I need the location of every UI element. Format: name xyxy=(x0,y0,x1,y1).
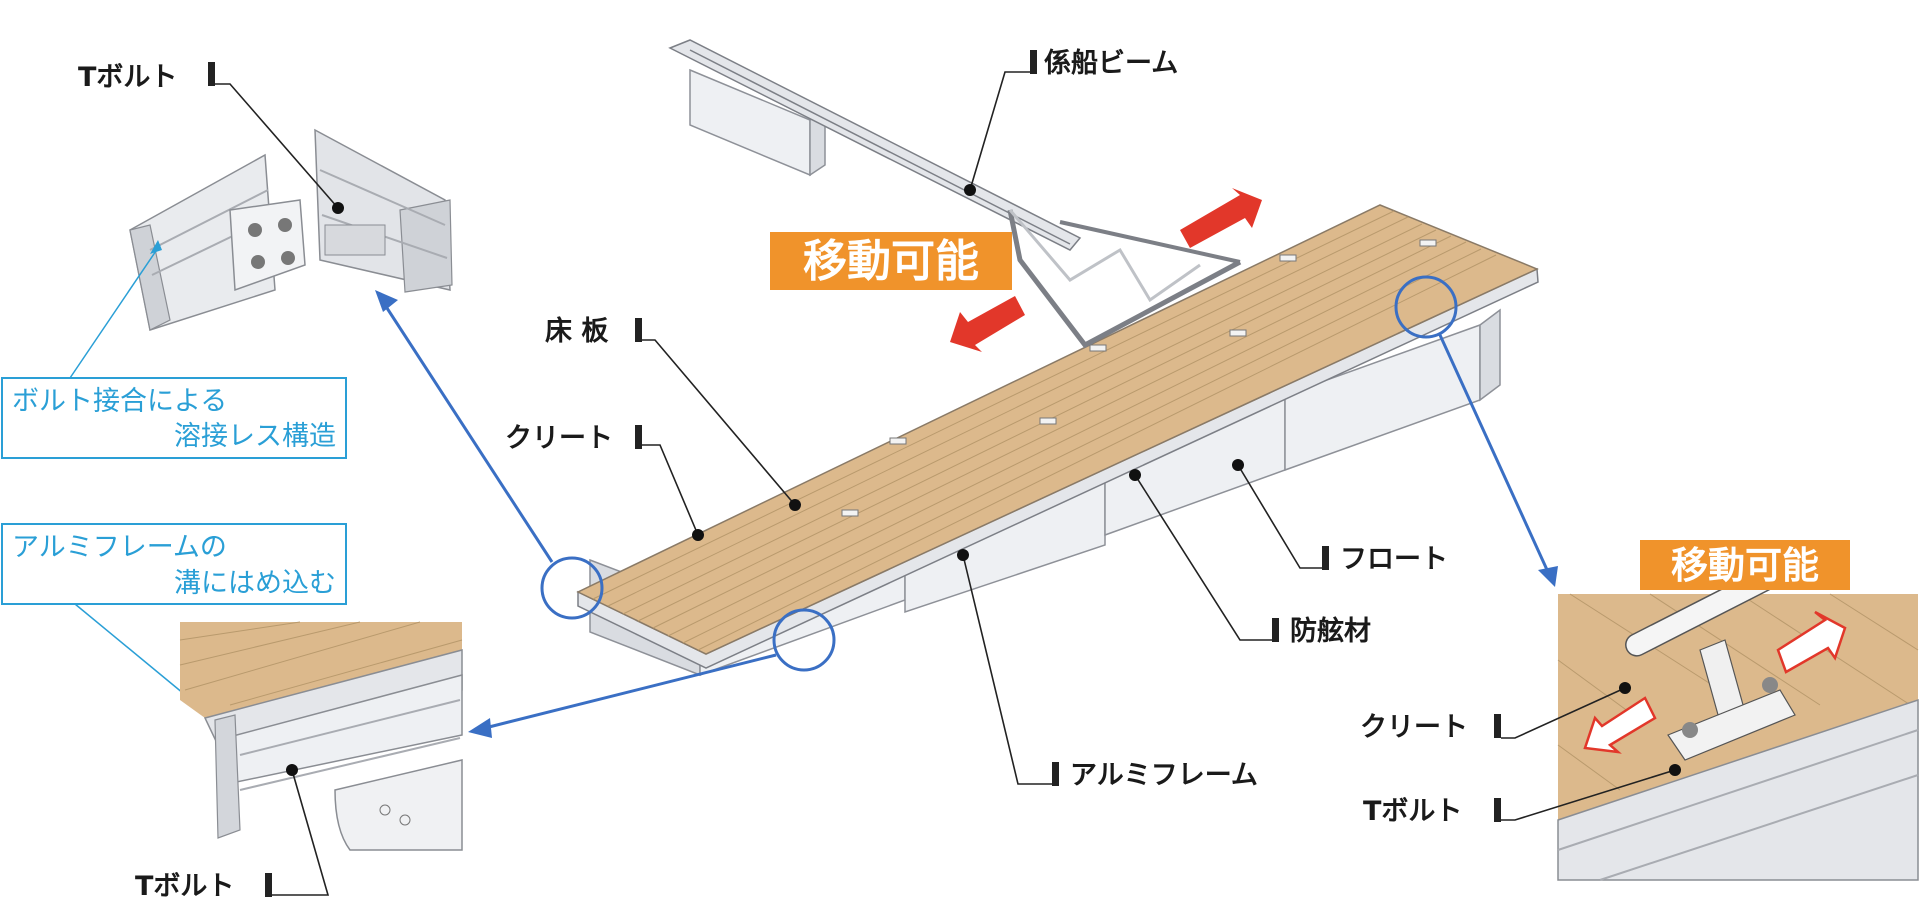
callout-bolt-joint-line1: ボルト接合による xyxy=(12,386,227,417)
detail-groove xyxy=(179,621,463,851)
alu-frame-text: アルミフレーム xyxy=(1070,760,1258,791)
t-bolt-top-text: Tボルト xyxy=(78,62,177,93)
callout-bolt-joint: ボルト接合による 溶接レス構造 xyxy=(1,240,347,459)
main-pier xyxy=(576,204,1539,677)
cleat-main-text: クリート xyxy=(505,423,613,454)
detail-circle-end xyxy=(540,556,604,620)
label-float: フロート xyxy=(1232,459,1448,575)
t-bolt-bottom-text: Tボルト xyxy=(135,871,234,902)
fender-text: 防舷材 xyxy=(1290,615,1371,647)
label-alu-frame: アルミフレーム xyxy=(957,549,1258,791)
label-cleat-main: クリート xyxy=(505,423,704,541)
deck-cleats xyxy=(841,239,1437,517)
movable-tag-main-text: 移動可能 xyxy=(803,236,979,287)
detail-circle-edge xyxy=(772,608,836,672)
label-t-bolt-detail: Tボルト xyxy=(1363,764,1681,827)
label-mooring-beam: 係船ビーム xyxy=(964,47,1178,196)
arrow-up-right-icon xyxy=(1180,188,1262,248)
detail-bolted-joint xyxy=(129,128,453,331)
cleat-detail-text: クリート xyxy=(1360,712,1468,743)
detail-cleat xyxy=(1557,561,1919,881)
movable-tag-detail-text: 移動可能 xyxy=(1671,544,1819,587)
float-text: フロート xyxy=(1340,544,1448,575)
label-floor-board: 床 板 xyxy=(545,315,801,511)
blue-detail-arrows xyxy=(375,290,1558,738)
t-bolt-detail-text: Tボルト xyxy=(1363,796,1462,827)
mooring-beam xyxy=(668,39,1242,349)
label-t-bolt-bottom: Tボルト xyxy=(135,764,330,902)
deck-planks xyxy=(592,210,1497,651)
red-move-arrows xyxy=(950,188,1262,352)
callout-bolt-joint-line2: 溶接レス構造 xyxy=(174,421,336,452)
label-cleat-detail: クリート xyxy=(1360,682,1631,743)
movable-tag-detail: 移動可能 xyxy=(1640,540,1850,590)
callout-groove-line2: 溝にはめ込む xyxy=(174,568,336,599)
callout-groove-line1: アルミフレームの xyxy=(12,532,227,563)
arrow-down-left-icon xyxy=(950,296,1025,352)
floor-board-text: 床 板 xyxy=(545,315,608,347)
movable-tag-main: 移動可能 xyxy=(770,232,1012,290)
callout-groove: アルミフレームの 溝にはめ込む xyxy=(1,523,347,723)
detail-circle-cleat xyxy=(1394,275,1458,339)
label-fender: 防舷材 xyxy=(1129,469,1371,647)
mooring-beam-text: 係船ビーム xyxy=(1044,47,1178,79)
label-t-bolt-top: Tボルト xyxy=(78,62,344,214)
